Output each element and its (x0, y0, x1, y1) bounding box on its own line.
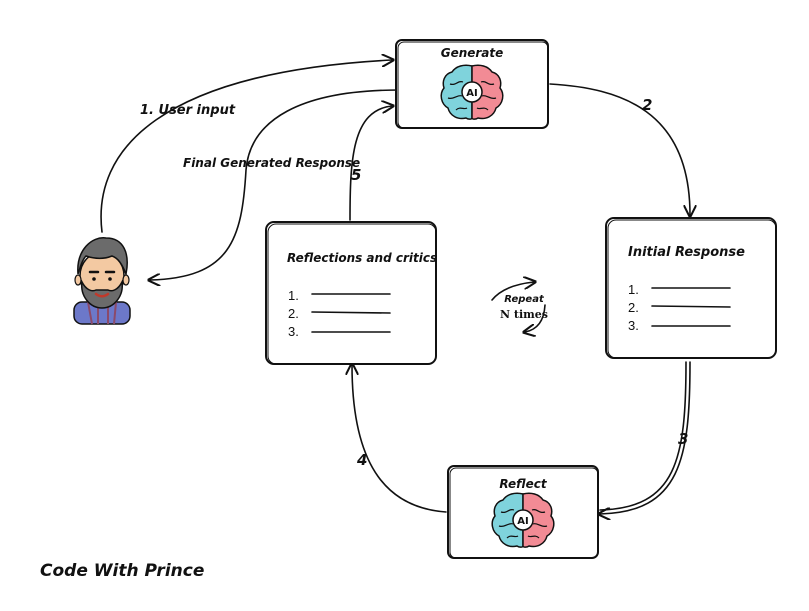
bearded-man-avatar-icon (73, 237, 131, 325)
label-step-3: 3 (678, 430, 688, 448)
node-generate-title: Generate (441, 46, 504, 60)
initial-response-item-1: 1. (628, 282, 639, 297)
reflections-lines (311, 293, 391, 333)
node-generate: Generate AI (395, 39, 549, 129)
edge-user-input (100, 60, 392, 233)
repeat-loop: Repeat N times (491, 282, 548, 332)
footer-brand: Code With Prince (40, 561, 204, 581)
label-step-4: 4 (356, 451, 367, 469)
node-reflect-title: Reflect (499, 477, 547, 491)
label-step-2: 2 (642, 96, 652, 114)
edge-step-3 (600, 361, 691, 514)
node-initial-response: Initial Response 1. 2. 3. (605, 217, 777, 359)
ai-brain-icon-text-2: AI (517, 516, 528, 527)
ai-brain-icon: AI (440, 64, 504, 120)
edge-step-5 (349, 106, 392, 221)
edge-step-2 (549, 83, 690, 215)
reflections-item-2: 2. (288, 306, 299, 321)
initial-response-lines (651, 287, 731, 327)
node-reflect: Reflect AI (447, 465, 599, 559)
node-initial-response-title: Initial Response (628, 245, 745, 260)
initial-response-item-3: 3. (628, 318, 639, 333)
node-reflections-title: Reflections and critics (287, 251, 437, 265)
reflections-item-3: 3. (288, 324, 299, 339)
label-user-input: 1. User input (140, 103, 236, 118)
ai-brain-icon: AI (491, 492, 555, 548)
repeat-line-1: Repeat (504, 294, 545, 305)
label-final-response: Final Generated Response (183, 156, 360, 170)
edge-step-4 (352, 365, 447, 513)
edge-final-response (150, 89, 401, 280)
label-step-5: 5 (351, 166, 361, 184)
node-reflections: Reflections and critics 1. 2. 3. (265, 221, 437, 365)
repeat-line-2: N times (500, 308, 548, 321)
reflections-item-1: 1. (288, 288, 299, 303)
ai-brain-icon-text: AI (466, 88, 477, 99)
initial-response-item-2: 2. (628, 300, 639, 315)
